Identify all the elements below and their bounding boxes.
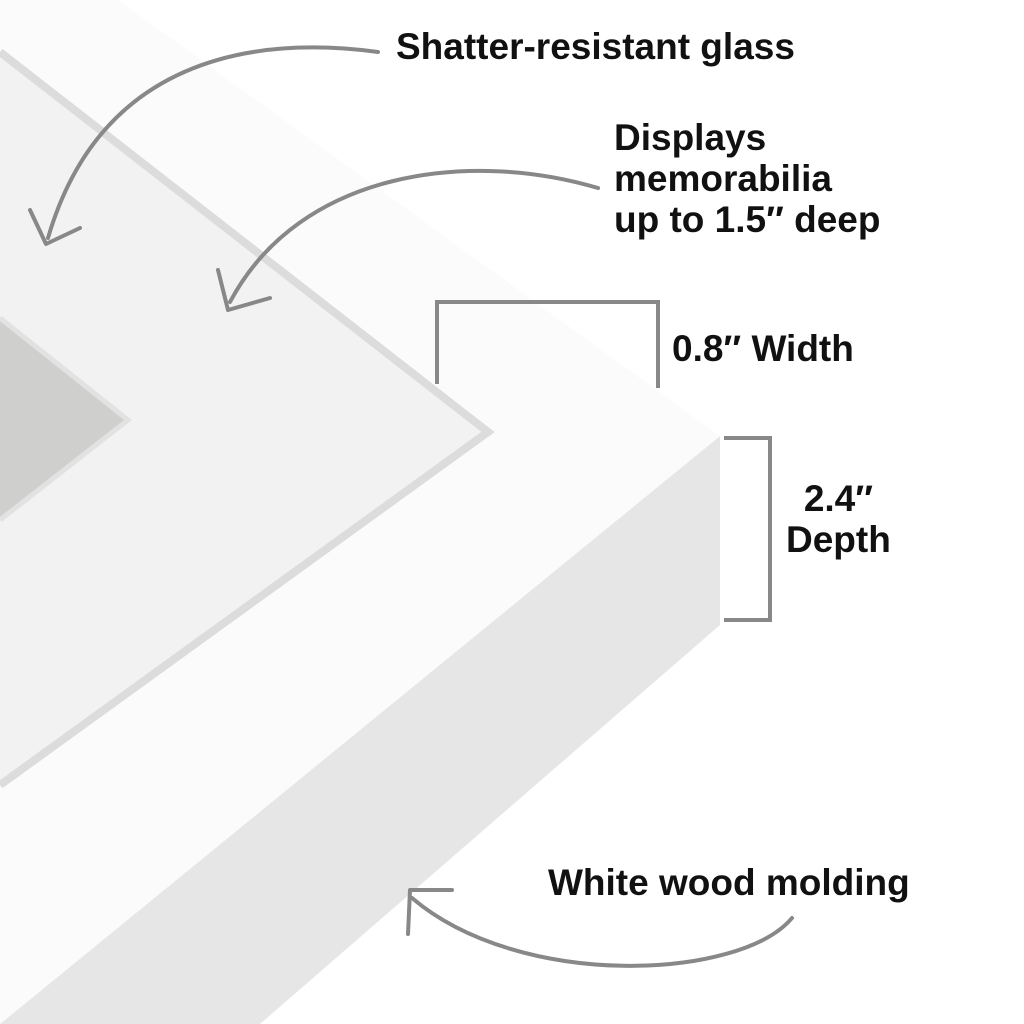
dimension-bracket-icon (435, 300, 660, 388)
recess-edge (0, 48, 495, 789)
callout-depth-value: 2.4″ (803, 478, 873, 519)
callout-depth-label: Depth (786, 519, 891, 560)
backing-mat (0, 318, 128, 520)
callout-memorabilia-line: Displays (614, 117, 767, 158)
callout-width: 0.8″ Width (672, 328, 854, 369)
dimension-bracket-icon (724, 436, 772, 622)
callout-memorabilia-line: memorabilia (614, 158, 832, 199)
callout-molding: White wood molding (548, 862, 910, 903)
curved-arrow-icon (406, 888, 794, 968)
glass-recess (0, 52, 488, 785)
curved-arrow-icon (216, 168, 600, 312)
callout-memorabilia-line: up to 1.5″ deep (614, 199, 881, 240)
curved-arrow-icon (28, 45, 380, 246)
callout-glass: Shatter-resistant glass (396, 26, 795, 67)
callout-memorabilia: Displays memorabilia up to 1.5″ deep (614, 117, 880, 240)
callout-depth: 2.4″ Depth (786, 478, 891, 560)
